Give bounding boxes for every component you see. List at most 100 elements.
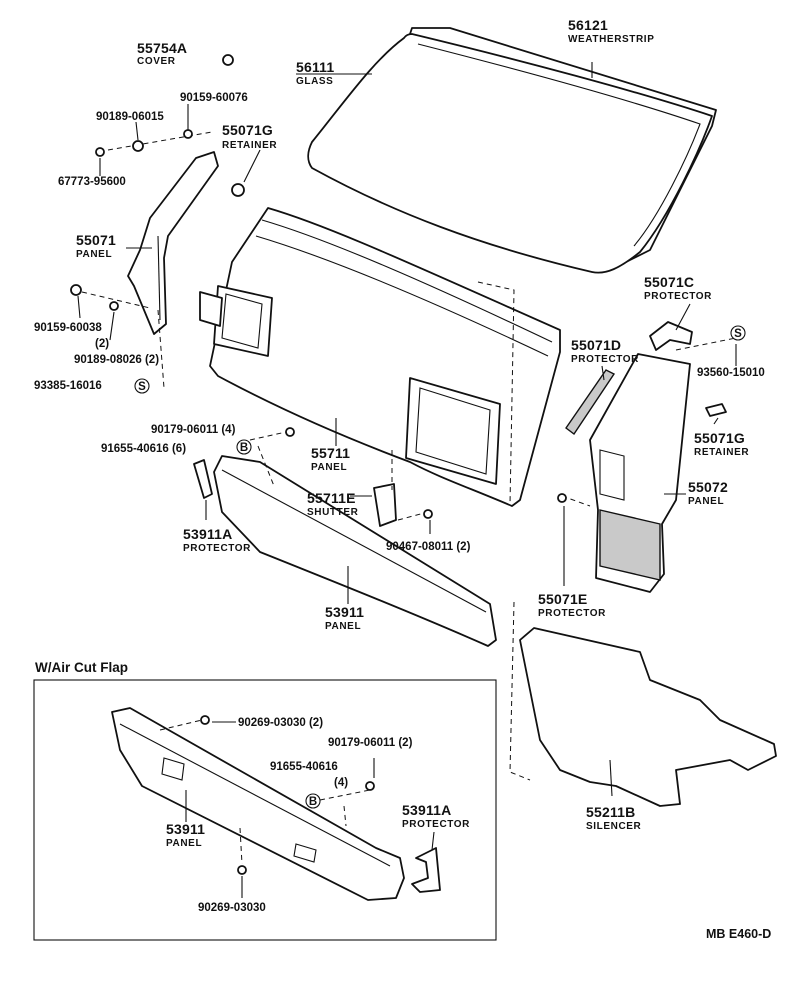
- panel-53911-lip: [221, 469, 487, 613]
- retainer-55071g-top-part: [231, 183, 245, 197]
- symbol-b-inset: B: [305, 793, 321, 809]
- label-53911-box-name: PANEL: [166, 838, 202, 849]
- label-55711e-num: 55711E: [307, 490, 356, 506]
- inset-fastener-90269-bottom: [237, 865, 247, 875]
- label-90159-60038: 90159-60038 (2): [34, 322, 109, 350]
- label-55072-num: 55072: [688, 479, 728, 495]
- label-91655-box-num: 91655-40616: [270, 761, 338, 773]
- label-55071g-right-num: 55071G: [694, 430, 745, 446]
- label-55071c-name: PROTECTOR: [644, 291, 712, 302]
- protector-53911a-part: [193, 459, 213, 499]
- protector-55071e-part: [557, 493, 567, 503]
- label-55754a-name: COVER: [137, 56, 176, 67]
- label-55071d-num: 55071D: [571, 337, 621, 353]
- panel-right-opening-inner: [415, 387, 491, 475]
- label-55711-num: 55711: [311, 445, 350, 461]
- label-53911a-box-name: PROTECTOR: [402, 819, 470, 830]
- label-55711e-name: SHUTTER: [307, 507, 359, 518]
- fastener-90189-06015: [132, 140, 144, 152]
- panel-55071-edge: [157, 235, 161, 321]
- label-90269-top: 90269-03030 (2): [238, 717, 323, 729]
- panel-55711-crease: [261, 219, 553, 343]
- label-55711e: 55711E SHUTTER: [307, 490, 359, 518]
- panel-right-opening: [405, 377, 501, 485]
- right-pillar-panel-part: [565, 321, 727, 593]
- lower-panel-53911-part: [193, 455, 497, 647]
- label-55754a-num: 55754A: [137, 40, 187, 56]
- label-90159-60038-qty: (2): [95, 338, 109, 350]
- label-53911a-box-num: 53911A: [402, 802, 451, 818]
- label-53911-main-name: PANEL: [325, 621, 361, 632]
- label-56111-name: GLASS: [296, 76, 333, 87]
- fastener-67773: [95, 147, 105, 157]
- silencer-55211b-part: [519, 627, 777, 807]
- label-56121-num: 56121: [568, 17, 608, 33]
- inset-panel-slot-right: [293, 843, 317, 863]
- label-55071d: 55071D PROTECTOR: [571, 337, 639, 365]
- label-55071g-right-name: RETAINER: [694, 447, 749, 458]
- label-90467: 90467-08011 (2): [386, 541, 471, 553]
- symbol-b-inset-text: B: [309, 796, 317, 808]
- cover-55754a-part: [222, 54, 234, 66]
- fastener-90159-60076: [183, 129, 193, 139]
- label-91655-box: 91655-40616 (4): [270, 761, 348, 789]
- label-55071e: 55071E PROTECTOR: [538, 591, 606, 619]
- symbol-s-left-text: S: [138, 381, 146, 393]
- label-91655-box-qty: (4): [334, 777, 348, 789]
- glass-edge-line: [417, 43, 701, 247]
- panel-left-opening-inner: [221, 293, 263, 349]
- label-55071c-num: 55071C: [644, 274, 694, 290]
- label-53911-main-num: 53911: [325, 604, 364, 620]
- fastener-90159-60038: [70, 284, 82, 296]
- label-53911-main: 53911 PANEL: [325, 604, 364, 632]
- label-53911a-box: 53911A PROTECTOR: [402, 802, 470, 830]
- label-90189-06015: 90189-06015: [96, 111, 164, 123]
- label-55071-name: PANEL: [76, 249, 112, 260]
- label-55754a: 55754A COVER: [137, 40, 187, 67]
- fastener-90179-main: [285, 427, 295, 437]
- label-90189-08026: 90189-08026 (2): [74, 354, 159, 366]
- glass-part: [307, 33, 713, 274]
- label-53911a-main-name: PROTECTOR: [183, 543, 251, 554]
- inset-panel-53911-shape: [111, 707, 405, 901]
- label-90159-60076: 90159-60076: [180, 92, 248, 104]
- label-55071g-top: 55071G RETAINER: [222, 122, 277, 151]
- inset-panel-slot-left: [161, 757, 185, 781]
- label-55071g-right: 55071G RETAINER: [694, 430, 749, 458]
- inset-frame: [33, 679, 497, 941]
- label-56111: 56111 GLASS: [296, 59, 334, 87]
- label-56121: 56121 WEATHERSTRIP: [568, 17, 654, 45]
- label-55711: 55711 PANEL: [311, 445, 350, 473]
- symbol-b-main: B: [236, 439, 252, 455]
- panel-55071-shape: [127, 151, 219, 335]
- retainer-55071g-right-part: [705, 403, 727, 417]
- fastener-90189-08026: [109, 301, 119, 311]
- label-93560: 93560-15010: [697, 367, 765, 379]
- label-55071d-name: PROTECTOR: [571, 354, 639, 365]
- symbol-s-right: S: [730, 325, 746, 341]
- inset-fastener-90269-top: [200, 715, 210, 725]
- symbol-s-left: S: [134, 378, 150, 394]
- label-90179-main: 90179-06011 (4): [151, 424, 236, 436]
- protector-55071d-part: [565, 369, 616, 436]
- label-67773: 67773-95600: [58, 176, 126, 188]
- label-55071g-top-name: RETAINER: [222, 140, 277, 151]
- label-55071-num: 55071: [76, 232, 116, 248]
- shutter-55711e-part: [373, 483, 397, 527]
- label-55071e-name: PROTECTOR: [538, 608, 606, 619]
- symbol-s-right-text: S: [734, 328, 742, 340]
- label-55072-name: PANEL: [688, 496, 724, 507]
- panel-55072-lower: [599, 509, 661, 581]
- label-93385: 93385-16016: [34, 380, 102, 392]
- silencer-shape: [519, 627, 777, 807]
- label-55071c: 55071C PROTECTOR: [644, 274, 712, 302]
- leader-lines: [77, 62, 737, 797]
- fastener-90467: [423, 509, 433, 519]
- fasteners: [70, 54, 567, 519]
- left-pillar-panel-part: [127, 151, 245, 335]
- label-55071: 55071 PANEL: [76, 232, 116, 260]
- panel-left-hinge: [199, 291, 223, 327]
- label-55211b-name: SILENCER: [586, 821, 642, 832]
